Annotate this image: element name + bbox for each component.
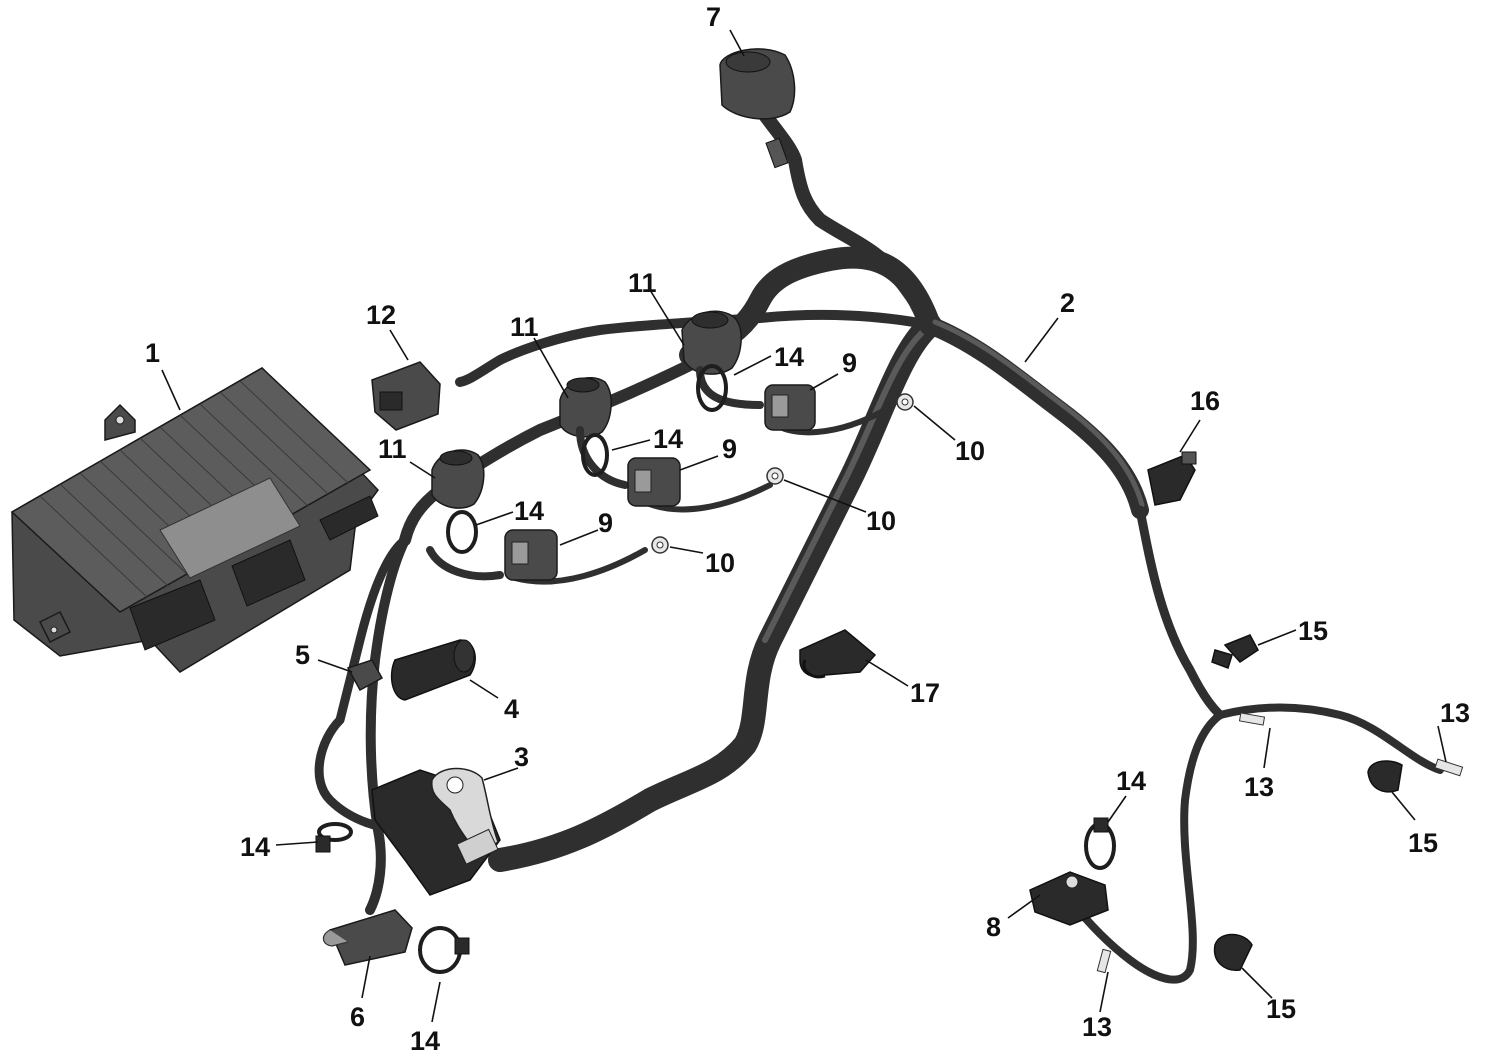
callout-11a: 11 (628, 268, 657, 298)
callout-14c: 14 (514, 496, 544, 526)
callout-10c: 10 (705, 548, 735, 578)
callout-17: 17 (910, 678, 940, 708)
callout-10b: 10 (866, 506, 896, 536)
callout-4: 4 (504, 694, 519, 724)
tie-straps-upper (446, 364, 728, 554)
callout-13c: 13 (1082, 1012, 1112, 1042)
connector-16 (1147, 451, 1197, 506)
ecm-module (10, 367, 379, 673)
callout-1: 1 (145, 338, 160, 368)
callout-9c: 9 (598, 508, 613, 538)
callout-2: 2 (1060, 288, 1075, 318)
wire-tags (1096, 712, 1464, 974)
clips-15 (1211, 634, 1403, 971)
sensor-connector-12 (371, 361, 441, 431)
connector-8 (1029, 871, 1109, 926)
leader-lines (161, 29, 1447, 1023)
callout-6: 6 (350, 1002, 365, 1032)
sensors-4-5 (346, 639, 476, 701)
callout-15c: 15 (1266, 994, 1296, 1024)
ignition-coil-bracket (371, 767, 501, 896)
callout-14b: 14 (653, 424, 683, 454)
callout-16: 16 (1190, 386, 1220, 416)
callout-11b: 11 (510, 312, 539, 342)
callout-14e: 14 (410, 1026, 440, 1056)
callout-15b: 15 (1408, 828, 1438, 858)
callout-8: 8 (986, 912, 1001, 942)
callout-13a: 13 (1440, 698, 1470, 728)
callout-5: 5 (295, 640, 310, 670)
callout-3: 3 (514, 742, 529, 772)
callout-9b: 9 (722, 434, 737, 464)
callout-11c: 11 (378, 434, 407, 464)
tie-straps-lower (315, 817, 1116, 974)
callout-9a: 9 (842, 348, 857, 378)
ground-rings (651, 393, 914, 554)
callout-14d: 14 (240, 832, 270, 862)
callout-12: 12 (366, 300, 396, 330)
injector-connectors (426, 366, 888, 585)
callout-14a: 14 (774, 342, 804, 372)
callout-15a: 15 (1298, 616, 1328, 646)
main-connector (719, 48, 796, 169)
connector-6 (322, 909, 413, 966)
coil-connectors (431, 310, 742, 509)
clip-17 (799, 629, 877, 679)
callout-7: 7 (706, 2, 721, 32)
callout-10a: 10 (955, 436, 985, 466)
callout-13b: 13 (1244, 772, 1274, 802)
callout-labels: 1 2 3 4 5 6 7 8 9 9 9 10 10 10 11 11 11 … (145, 2, 1470, 1056)
callout-14f: 14 (1116, 766, 1146, 796)
